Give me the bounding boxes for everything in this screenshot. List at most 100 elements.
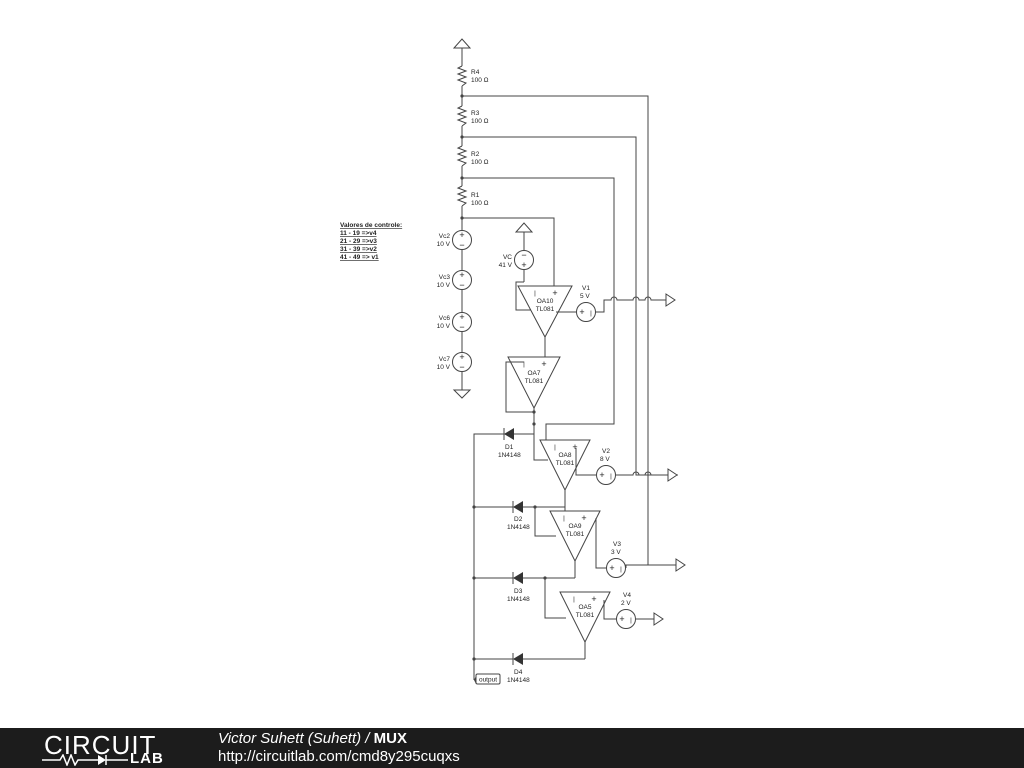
ladder-junctions	[460, 94, 464, 220]
D2-part: 1N4148	[507, 524, 530, 531]
voltage-source-V1: + | V1 5 V	[556, 285, 610, 322]
svg-text:+: +	[599, 470, 604, 480]
OA5-ref: OA5	[578, 604, 591, 611]
v2-output-wire	[616, 471, 668, 476]
note-line-1: 11 - 19 =>v4	[340, 230, 377, 237]
D4-part: 1N4148	[507, 677, 530, 684]
opamp-OA5: | + OA5 TL081	[559, 591, 611, 644]
note-line-3: 31 - 39 =>v2	[340, 246, 377, 253]
OA10-part: TL081	[536, 306, 555, 313]
circuit-url[interactable]: http://circuitlab.com/cmd8y295cuqxs	[218, 748, 460, 765]
VC-value: 41 V	[499, 262, 513, 269]
V2-value: 8 V	[600, 456, 610, 463]
output-label: output	[474, 673, 501, 685]
voltage-source-Vc7: + − Vc7 10 V	[437, 352, 472, 372]
resistor-R2-value: 100 Ω	[471, 159, 489, 166]
svg-text:+: +	[581, 513, 586, 523]
svg-text:|: |	[620, 566, 622, 573]
OA7-ref: OA7	[527, 370, 540, 377]
diode-D3: D3 1N4148	[474, 572, 575, 603]
diode-D1: D1 1N4148	[474, 428, 534, 459]
svg-text:|: |	[534, 290, 536, 297]
VC-ref: VC	[503, 254, 512, 261]
circuitlab-logo-trace-icon	[42, 754, 128, 766]
svg-text:−: −	[459, 240, 464, 250]
svg-text:−: −	[459, 322, 464, 332]
Vc6-value: 10 V	[437, 323, 451, 330]
resistor-R4-ref: R4	[471, 69, 480, 76]
voltage-source-Vc2: + − Vc2 10 V	[437, 230, 472, 250]
ground-arrow	[452, 389, 472, 399]
Vc6-ref: Vc6	[439, 315, 451, 322]
resistor-R2-ref: R2	[471, 151, 480, 158]
svg-text:|: |	[554, 444, 556, 451]
V3-value: 3 V	[611, 549, 621, 556]
D3-ref: D3	[514, 588, 523, 595]
voltage-source-V4: + | V4 2 V	[603, 592, 636, 629]
svg-text:+: +	[459, 312, 464, 322]
svg-text:|: |	[563, 515, 565, 522]
svg-text:+: +	[572, 442, 577, 452]
resistor-R3: R3 100 Ω	[456, 105, 489, 127]
V2-ref: V2	[602, 448, 610, 455]
svg-text:|: |	[610, 473, 612, 480]
diode-D4: D4 1N4148	[474, 653, 585, 684]
circuit-schematic: R4 100 Ω R3 100 Ω R2 100 Ω R1 100 Ω + − …	[340, 38, 686, 685]
credit-line: Victor Suhett (Suhett) / MUX	[218, 730, 407, 747]
svg-text:+: +	[619, 614, 624, 624]
svg-text:|: |	[573, 596, 575, 603]
v3-output-arrow	[675, 558, 686, 572]
top-rail-arrow	[452, 38, 472, 49]
diode-D2: D2 1N4148	[474, 501, 565, 531]
footer-bar: CIRCUIT LAB Victor Suhett (Suhett) / MUX…	[0, 728, 1024, 768]
resistor-R3-value: 100 Ω	[471, 118, 489, 125]
OA9-part: TL081	[566, 531, 585, 538]
voltage-source-Vc3: + − Vc3 10 V	[437, 270, 472, 290]
svg-text:|: |	[630, 617, 632, 624]
svg-text:+: +	[459, 230, 464, 240]
Vc7-value: 10 V	[437, 364, 451, 371]
opamp-OA7: | + OA7 TL081	[507, 356, 561, 410]
OA9-ref: OA9	[568, 523, 581, 530]
author-link[interactable]: Victor Suhett (Suhett)	[218, 730, 362, 747]
bus-junctions	[472, 505, 547, 661]
OA5-part: TL081	[576, 612, 595, 619]
svg-text:+: +	[591, 594, 596, 604]
svg-text:+: +	[459, 352, 464, 362]
credit-separator: /	[361, 730, 374, 747]
V4-ref: V4	[623, 592, 631, 599]
svg-text:+: +	[459, 270, 464, 280]
Vc3-ref: Vc3	[439, 274, 451, 281]
D4-ref: D4	[514, 669, 523, 676]
resistor-R2: R2 100 Ω	[456, 145, 489, 167]
svg-text:−: −	[459, 280, 464, 290]
OA8-ref: OA8	[558, 452, 571, 459]
svg-text:−: −	[521, 250, 526, 260]
circuit-title[interactable]: MUX	[373, 730, 407, 747]
circuitlab-logo-sub: LAB	[130, 750, 164, 767]
ladder-wires	[461, 48, 678, 566]
voltage-source-VC: − + VC 41 V	[499, 222, 538, 311]
note-line-0: Valores de controle:	[340, 222, 402, 229]
V4-value: 2 V	[621, 600, 631, 607]
OA10-ref: OA10	[537, 298, 554, 305]
svg-text:|: |	[523, 361, 525, 368]
control-values-note: Valores de controle: 11 - 19 =>v4 21 - 2…	[340, 222, 402, 261]
V1-ref: V1	[582, 285, 590, 292]
svg-text:+: +	[541, 359, 546, 369]
D1-part: 1N4148	[498, 452, 521, 459]
svg-text:output: output	[479, 677, 497, 684]
resistor-R1-value: 100 Ω	[471, 200, 489, 207]
svg-text:−: −	[459, 362, 464, 372]
OA8-part: TL081	[556, 460, 575, 467]
V3-ref: V3	[613, 541, 621, 548]
opamp-OA8: | + OA8 TL081	[539, 439, 591, 492]
Vc7-ref: Vc7	[439, 356, 451, 363]
voltage-source-V2: + | V2 8 V	[575, 448, 616, 485]
svg-text:+: +	[579, 307, 584, 317]
svg-text:+: +	[521, 260, 526, 270]
voltage-source-V3: + | V3 3 V	[595, 518, 626, 578]
resistor-R1: R1 100 Ω	[456, 185, 489, 207]
D1-ref: D1	[505, 444, 514, 451]
opamp-OA10: | + OA10 TL081	[517, 285, 573, 339]
